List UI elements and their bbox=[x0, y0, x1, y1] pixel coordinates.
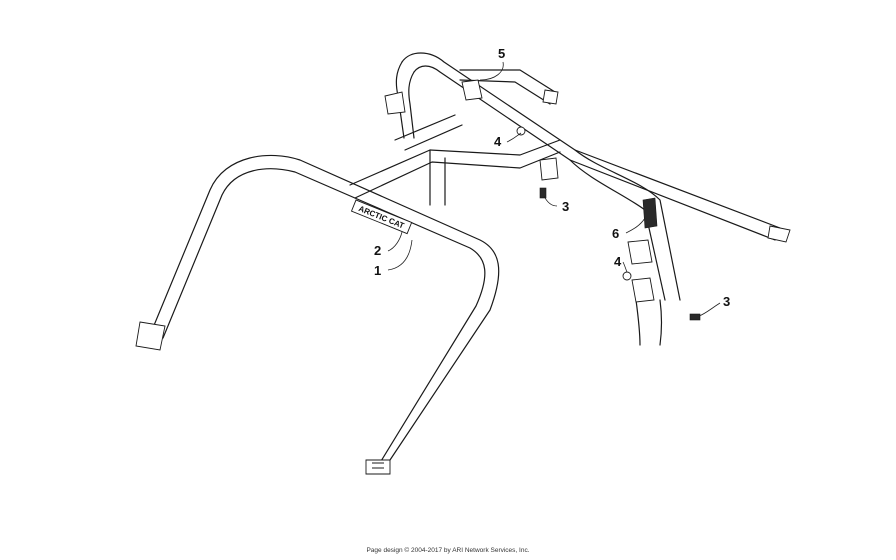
callout-4-lower: 4 bbox=[614, 254, 622, 269]
callout-numbers: 5 4 3 6 4 3 2 1 bbox=[374, 46, 730, 309]
bolt-icon bbox=[539, 187, 547, 199]
rear-roll-bar bbox=[384, 52, 791, 346]
copyright-footer: Page design © 2004-2017 by ARI Network S… bbox=[366, 547, 530, 554]
nut-icon bbox=[516, 126, 526, 136]
callout-3-upper: 3 bbox=[562, 199, 569, 214]
callout-6: 6 bbox=[612, 226, 619, 241]
nut-icon bbox=[622, 271, 632, 281]
bolt-icon bbox=[689, 313, 701, 321]
callout-1: 1 bbox=[374, 263, 381, 278]
front-roll-bar bbox=[135, 154, 500, 475]
callout-4-upper: 4 bbox=[494, 134, 502, 149]
hardware bbox=[516, 126, 701, 321]
middle-tubes bbox=[349, 114, 561, 206]
callout-3-lower: 3 bbox=[723, 294, 730, 309]
callout-5: 5 bbox=[498, 46, 505, 61]
callout-2: 2 bbox=[374, 243, 381, 258]
upper-cross-bar bbox=[459, 69, 559, 105]
leader-lines bbox=[387, 61, 721, 317]
